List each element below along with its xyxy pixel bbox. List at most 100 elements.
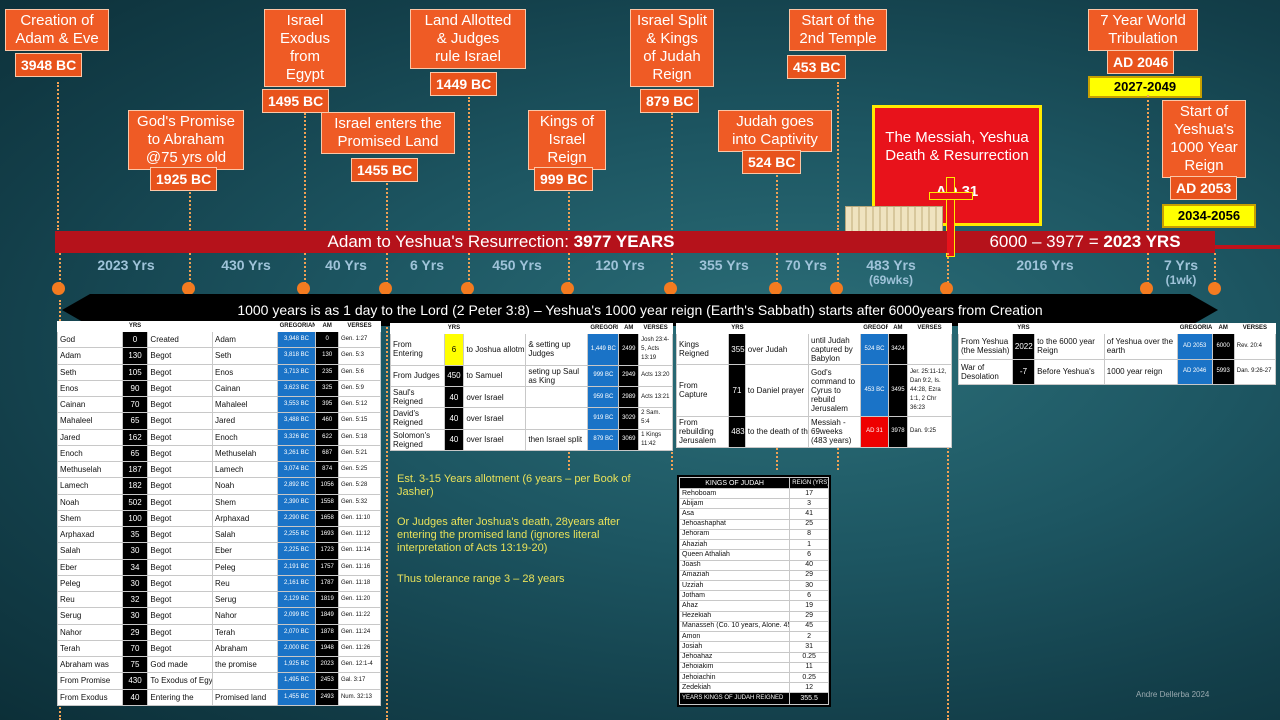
table-cell: over Israel [463,385,527,409]
table-cell: 130 [315,347,339,365]
table-cell: 1693 [315,525,339,544]
table-cell: War of Desolation [958,358,1013,385]
table-cell: Gen. 5:28 [337,477,381,495]
table-cell: Begot [147,509,214,528]
table-cell: Enoch [57,444,123,463]
table-cell: From Yeshua (the Messiah) [958,333,1013,360]
banner-right-bold: 2023 YRS [1103,232,1181,251]
table-cell: 35 [121,525,149,544]
table-cell: Promised land [212,688,278,706]
table-cell: 1,455 BC [276,688,317,706]
col-header: AM [1211,323,1235,334]
king-name: Abijam [679,498,791,510]
table-cell: over Israel [463,428,527,451]
table-cell: 2453 [315,672,339,690]
event-label: Start of the 2nd Temple [789,9,887,51]
table-cell: 687 [315,444,339,463]
table-cell: 3424 [887,332,909,366]
table-cell: 3,326 BC [276,428,317,446]
table-cell: 6 [443,333,465,366]
table-cell: To Exodus of Egypt [147,672,214,690]
table-cell: Terah [57,639,123,658]
table-cell: over Judah [744,332,810,366]
table-cell: then Israel split [525,428,589,451]
table-cell: Begot [147,639,214,658]
king-name: Asa [679,508,791,520]
event-label: Kings of Israel Reign [528,110,606,170]
event-split: Israel Split & Kings of Judah Reign 879 … [630,9,714,113]
table-cell: Seth [212,347,278,365]
table-cell: 71 [728,364,746,417]
table-cell: 3069 [618,428,640,451]
table-cell: Gen. 5:32 [337,493,381,511]
table-cell: 2,099 BC [276,607,317,625]
king-name: Joash [679,559,791,571]
king-reign: 40 [789,559,829,571]
event-reign: Start of Yeshua's 1000 Year Reign AD 205… [1162,100,1256,228]
event-captivity: Judah goes into Captivity 524 BC [718,110,832,174]
col-header [958,323,1013,334]
event-range: 2034-2056 [1162,204,1256,228]
table-cell: 40 [443,407,465,430]
table-cell: Begot [147,395,214,414]
table-cell: 70 [121,639,149,658]
table-cell: Begot [147,477,214,495]
table-cell: David's Reigned [390,407,445,430]
table-cell: 874 [315,460,339,479]
king-reign: 41 [789,508,829,520]
table-cell: 2,390 BC [276,493,317,511]
segment-label: 430 Yrs [221,257,271,273]
table-cell: From Exodus [57,688,123,706]
table-cell: 959 BC [587,385,620,409]
table-cell: 1787 [315,574,339,593]
col-header [744,323,810,334]
col-header: GREGORIAN [587,323,620,334]
table-row: Manasseh (Co. 10 years, Alone. 45)45 [679,620,829,633]
event-year: 524 BC [742,150,802,174]
table-cell: Gen. 11:22 [337,607,381,625]
captivity-table: YRSGREGORIANAMVERSESKings Reigned355over… [676,323,952,448]
king-name: Josiah [679,641,791,653]
table-cell: Gen. 11:26 [337,639,381,658]
col-header [390,323,445,334]
table-cell: Gal. 3:17 [337,672,381,690]
table-cell: 65 [121,444,149,463]
segment-label: 6 Yrs [410,257,444,273]
col-header [1034,323,1105,334]
table-cell: 502 [121,493,149,511]
table-cell: Reu [212,574,278,593]
king-reign: 6 [789,549,829,561]
table-cell: Created [147,330,214,349]
table-cell: 30 [121,607,149,625]
table-cell: 40 [443,428,465,451]
table-cell: Abraham [212,639,278,658]
table-cell: Terah [212,623,278,641]
king-reign: 11 [789,661,829,673]
table-cell: 879 BC [587,428,620,451]
event-tribulation: 7 Year World Tribulation AD 2046 2027-20… [1088,9,1202,98]
table-cell: Shem [57,509,123,528]
event-year: 1449 BC [430,72,498,96]
table-cell: Begot [147,542,214,560]
event-enters: Israel enters the Promised Land 1455 BC [321,112,455,182]
table-cell: 2,255 BC [276,525,317,544]
col-header: VERSES [907,323,952,334]
table-cell: to Samuel [463,364,527,387]
segment-label: 2016 Yrs [1016,257,1074,273]
event-year: 1455 BC [351,158,419,182]
king-name: Jehoiachin [679,671,791,684]
king-reign: 8 [789,528,829,541]
table-cell: Begot [147,347,214,365]
